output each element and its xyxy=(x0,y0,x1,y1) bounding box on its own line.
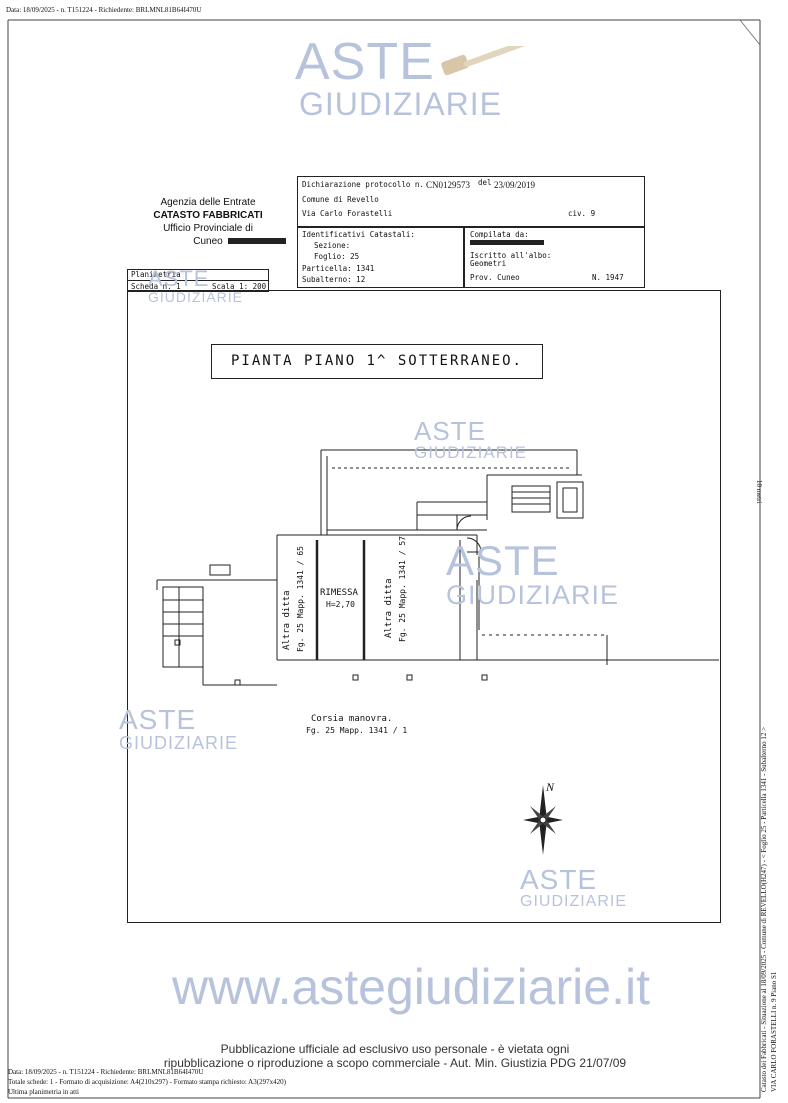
right-label2: Fg. 25 Mapp. 1341 / 57 xyxy=(398,536,407,642)
geometri: Geometri xyxy=(470,259,507,268)
redaction-bar xyxy=(228,238,286,244)
room-height: H=2,70 xyxy=(326,600,355,609)
plan-title-box: PIANTA PIANO 1^ SOTTERRANEO. xyxy=(211,344,543,379)
floor-plan xyxy=(156,449,719,686)
civic-number: civ. 9 xyxy=(568,209,596,218)
left-label2: Fg. 25 Mapp. 1341 / 65 xyxy=(296,546,305,652)
plan-title: PIANTA PIANO 1^ SOTTERRANEO. xyxy=(230,353,523,369)
scale: Scala 1: 200 xyxy=(212,282,267,291)
watermark-logo-mid: ASTE GIUDIZIARIE xyxy=(414,416,528,462)
identificativi-box: Identificativi Catastali: Sezione: Fogli… xyxy=(297,226,465,288)
watermark-aste: ASTE xyxy=(295,33,435,91)
redaction-bar xyxy=(470,240,544,245)
publication-notice: Pubblicazione ufficiale ad esclusivo uso… xyxy=(140,1042,650,1070)
declaration-box: Dichiarazione protocollo n. CN0129573 de… xyxy=(297,176,645,228)
protocol-number: CN0129573 xyxy=(426,180,471,190)
agency-block: Agenzia delle Entrate CATASTO FABBRICATI… xyxy=(138,196,278,248)
agency-line3: Ufficio Provinciale di xyxy=(163,223,253,234)
footer-meta2: Totale schede: 1 - Formato di acquisizio… xyxy=(8,1078,286,1086)
footer-meta3: Ultima planimetria in atti xyxy=(8,1088,79,1096)
albo-number: N. 1947 xyxy=(592,273,624,282)
agency-line1: Agenzia delle Entrate xyxy=(160,197,256,208)
watermark-logo-small: ASTE GIUDIZIARIE xyxy=(148,266,244,305)
top-meta: Data: 18/09/2025 - n. T151224 - Richiede… xyxy=(6,6,202,14)
scheda-box: Planimetria Scheda n. 1 Scala 1: 200 xyxy=(127,269,269,292)
compass-north-icon xyxy=(523,785,563,855)
iscritto-albo: Iscritto all'albo: xyxy=(470,251,552,260)
agency-line4: Cuneo xyxy=(193,236,223,247)
drawing-frame xyxy=(127,290,721,923)
watermark-logo-left: ASTE GIUDIZIARIE xyxy=(119,704,239,753)
publication-line1: Pubblicazione ufficiale ad esclusivo uso… xyxy=(220,1042,570,1056)
left-label1: Altra ditta xyxy=(282,590,292,650)
compilata-title: Compilata da: xyxy=(470,230,529,239)
north-label: N xyxy=(546,780,555,794)
identificativi-title: Identificativi Catastali: xyxy=(302,230,415,239)
watermark-logo-right: ASTE GIUDIZIARIE xyxy=(446,537,620,610)
publication-line2: ripubblicazione o riproduzione a scopo c… xyxy=(163,1056,627,1070)
side-info-line1: Catasto dei Fabbricati - Situazione al 1… xyxy=(760,726,768,1092)
watermark-url: www.astegiudiziarie.it xyxy=(172,959,650,1015)
side-info-line2: VIA CARLO FORASTELLI n. 9 Piano S1 xyxy=(770,971,778,1092)
gavel-icon xyxy=(441,46,530,76)
scheda-number: Scheda n. 1 xyxy=(131,282,181,291)
watermark-giudiziarie: GIUDIZIARIE xyxy=(299,86,503,122)
footer-meta1: Data: 18/09/2025 - n. T151224 - Richiede… xyxy=(8,1068,204,1076)
sezione: Sezione: xyxy=(314,241,351,250)
agency-line2: CATASTO FABBRICATI xyxy=(153,210,263,221)
subalterno: Subalterno: 12 xyxy=(302,275,366,284)
room-name: RIMESSA xyxy=(320,588,358,598)
address: Via Carlo Forastelli xyxy=(302,209,393,218)
side-scale-text: 10 metri xyxy=(755,480,763,504)
watermark-logo-bottom: ASTE GIUDIZIARIE xyxy=(520,864,628,910)
planimetria-label: Planimetria xyxy=(131,270,181,279)
compilata-box: Compilata da: Iscritto all'albo: Geometr… xyxy=(463,226,645,288)
corsia-label: Corsia manovra. xyxy=(311,714,393,724)
watermark-logo-top: ASTE GIUDIZIARIE xyxy=(295,36,502,120)
foglio: Foglio: 25 xyxy=(314,252,360,261)
declaration-label: Dichiarazione protocollo n. xyxy=(302,180,424,189)
provincia: Prov. Cuneo xyxy=(470,273,520,282)
particella: Particella: 1341 xyxy=(302,264,375,273)
corsia-mapp: Fg. 25 Mapp. 1341 / 1 xyxy=(306,726,408,735)
date-label: del xyxy=(478,178,492,187)
comune: Comune di Revello xyxy=(302,195,379,204)
declaration-date: 23/09/2019 xyxy=(494,180,536,190)
right-label1: Altra ditta xyxy=(384,578,394,638)
